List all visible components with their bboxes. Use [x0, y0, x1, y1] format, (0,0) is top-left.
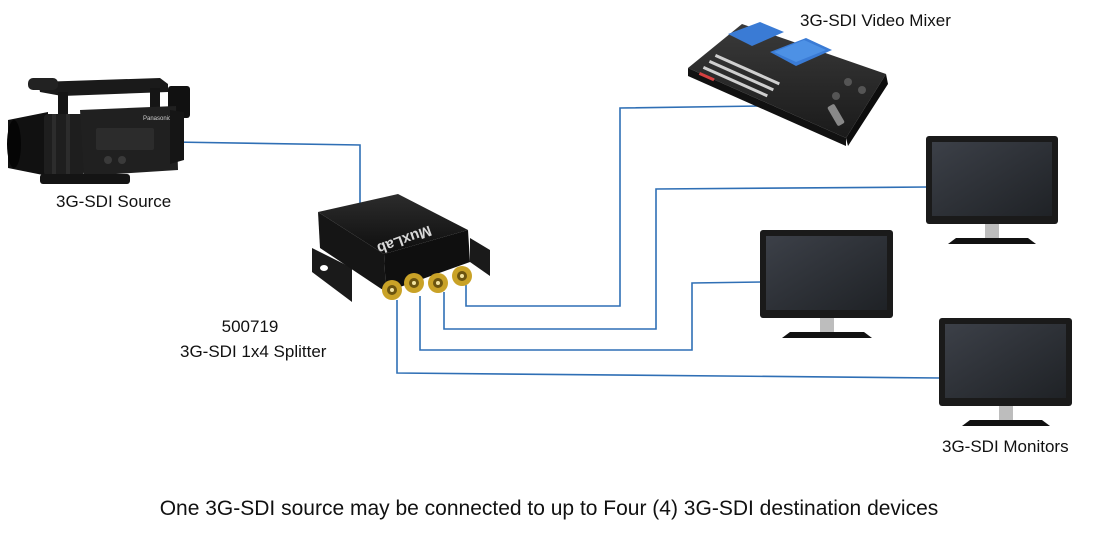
monitor-icon [926, 136, 1058, 244]
camcorder-icon: Panasonic [7, 78, 190, 184]
cable-splitter-to-monitor-3 [396, 300, 942, 379]
monitor-3 [939, 318, 1072, 426]
monitor-1 [926, 136, 1058, 244]
splitter-model-label: 500719 [221, 317, 279, 336]
source-label: 3G-SDI Source [56, 192, 172, 211]
bnc-connector-2 [404, 273, 424, 293]
splitter-box-icon: MuxLab [312, 194, 490, 302]
monitors-label: 3G-SDI Monitors [942, 437, 1069, 456]
monitor-icon [939, 318, 1072, 426]
camera-brand-text: Panasonic [143, 116, 171, 122]
bnc-connector-3 [428, 273, 448, 293]
monitor-icon [760, 230, 893, 338]
cable-source-to-splitter [171, 141, 361, 205]
cable-splitter-to-monitor-1 [443, 186, 929, 330]
bnc-connector-1 [382, 280, 402, 300]
bnc-connector-4 [452, 266, 472, 286]
diagram-caption: One 3G-SDI source may be connected to up… [159, 497, 939, 520]
mixer-label: 3G-SDI Video Mixer [800, 11, 951, 30]
bnc-connectors [382, 266, 472, 300]
cable-splitter-to-mixer [465, 105, 761, 307]
video-mixer-icon [688, 22, 888, 146]
monitor-2 [760, 230, 893, 338]
cable-splitter-to-monitor-2 [419, 281, 763, 351]
cables [171, 105, 942, 379]
splitter-name-label: 3G-SDI 1x4 Splitter [180, 342, 327, 361]
